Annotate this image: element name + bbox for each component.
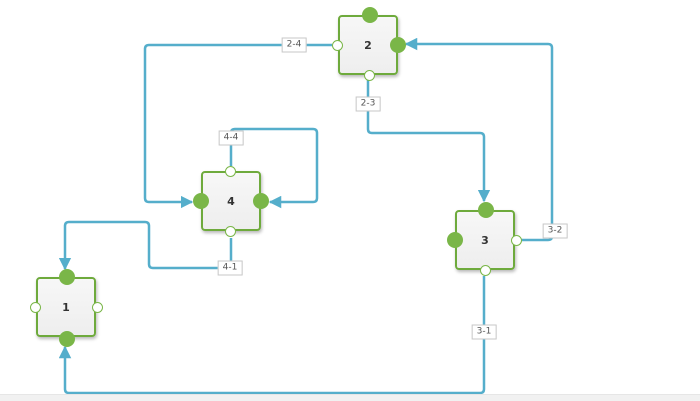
node-4[interactable]: 4 bbox=[193, 166, 269, 237]
node-2-top-port[interactable] bbox=[362, 7, 378, 23]
edge-3-2-label[interactable]: 3-2 bbox=[542, 223, 568, 239]
edge-4-1-label[interactable]: 4-1 bbox=[217, 260, 243, 276]
edge-4-4-line[interactable] bbox=[229, 127, 319, 209]
node-1-bottom-port[interactable] bbox=[59, 331, 75, 347]
node-4-bottom-port[interactable] bbox=[225, 226, 236, 237]
node-1-left-port[interactable] bbox=[30, 302, 41, 313]
edge-4-1-line[interactable] bbox=[58, 220, 233, 271]
node-2[interactable]: 2 bbox=[332, 7, 406, 81]
edge-2-4-line[interactable] bbox=[143, 43, 332, 209]
edge-3-2-line[interactable] bbox=[404, 37, 554, 242]
node-1[interactable]: 1 bbox=[30, 269, 103, 347]
node-3-top-port[interactable] bbox=[478, 202, 494, 218]
bottom-scroll-strip bbox=[0, 394, 700, 401]
node-1-right-port[interactable] bbox=[92, 302, 103, 313]
node-4-left-port[interactable] bbox=[193, 193, 209, 209]
node-3-bottom-port[interactable] bbox=[480, 265, 491, 276]
edge-2-3-label[interactable]: 2-3 bbox=[355, 96, 381, 112]
node-1-top-port[interactable] bbox=[59, 269, 75, 285]
edge-3-1-label[interactable]: 3-1 bbox=[471, 324, 497, 340]
node-1-label: 1 bbox=[62, 300, 70, 314]
node-2-label: 2 bbox=[364, 38, 372, 52]
edge-4-4-label[interactable]: 4-4 bbox=[218, 130, 244, 146]
node-4-right-port[interactable] bbox=[253, 193, 269, 209]
node-2-bottom-port[interactable] bbox=[364, 70, 375, 81]
node-4-top-port[interactable] bbox=[225, 166, 236, 177]
node-3-label: 3 bbox=[481, 233, 489, 247]
edge-3-1-line[interactable] bbox=[58, 276, 486, 395]
node-3-right-port[interactable] bbox=[511, 235, 522, 246]
node-2-left-port[interactable] bbox=[332, 40, 343, 51]
edge-2-4-label[interactable]: 2-4 bbox=[281, 37, 307, 53]
edge-2-3-line[interactable] bbox=[366, 76, 491, 203]
node-2-right-port[interactable] bbox=[390, 37, 406, 53]
node-3-left-port[interactable] bbox=[447, 232, 463, 248]
node-3[interactable]: 3 bbox=[447, 202, 522, 276]
node-4-label: 4 bbox=[227, 194, 235, 208]
